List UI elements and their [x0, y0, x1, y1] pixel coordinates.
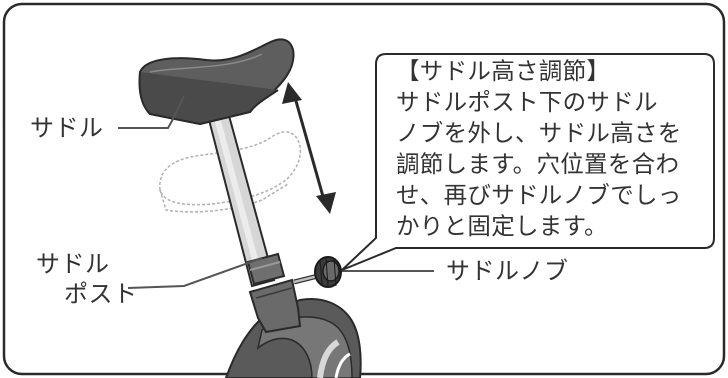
callout-line: 【サドル高さ調節】 — [396, 57, 611, 85]
saddle-post-leader-line — [127, 257, 263, 289]
callout-line: ノブを外し、サドル高さを — [396, 119, 682, 147]
saddle — [138, 38, 295, 126]
lowered-saddle-outline — [159, 131, 302, 213]
callout-line: 調節します。穴位置を合わ — [396, 150, 680, 178]
saddle-knob — [293, 256, 342, 288]
saddle-post-label-line1: サドル — [36, 250, 110, 278]
callout-box — [341, 53, 715, 271]
callout-line: かりと固定します。 — [396, 212, 608, 240]
height-adjust-arrow — [282, 82, 336, 214]
saddle-post — [206, 110, 286, 288]
saddle-label: サドル — [30, 114, 104, 142]
callout-text: 【サドル高さ調節】 サドルポスト下のサドル ノブを外し、サドル高さを 調節します… — [396, 56, 716, 242]
callout-line: せ、再びサドルノブでしっ — [396, 181, 682, 209]
bike-frame-illustration — [224, 278, 362, 378]
saddle-post-label-line2: ポスト — [64, 280, 138, 308]
saddle-leader-line — [118, 95, 185, 129]
saddle-knob-label: サドルノブ — [446, 257, 569, 285]
callout-line: サドルポスト下のサドル — [396, 88, 658, 116]
